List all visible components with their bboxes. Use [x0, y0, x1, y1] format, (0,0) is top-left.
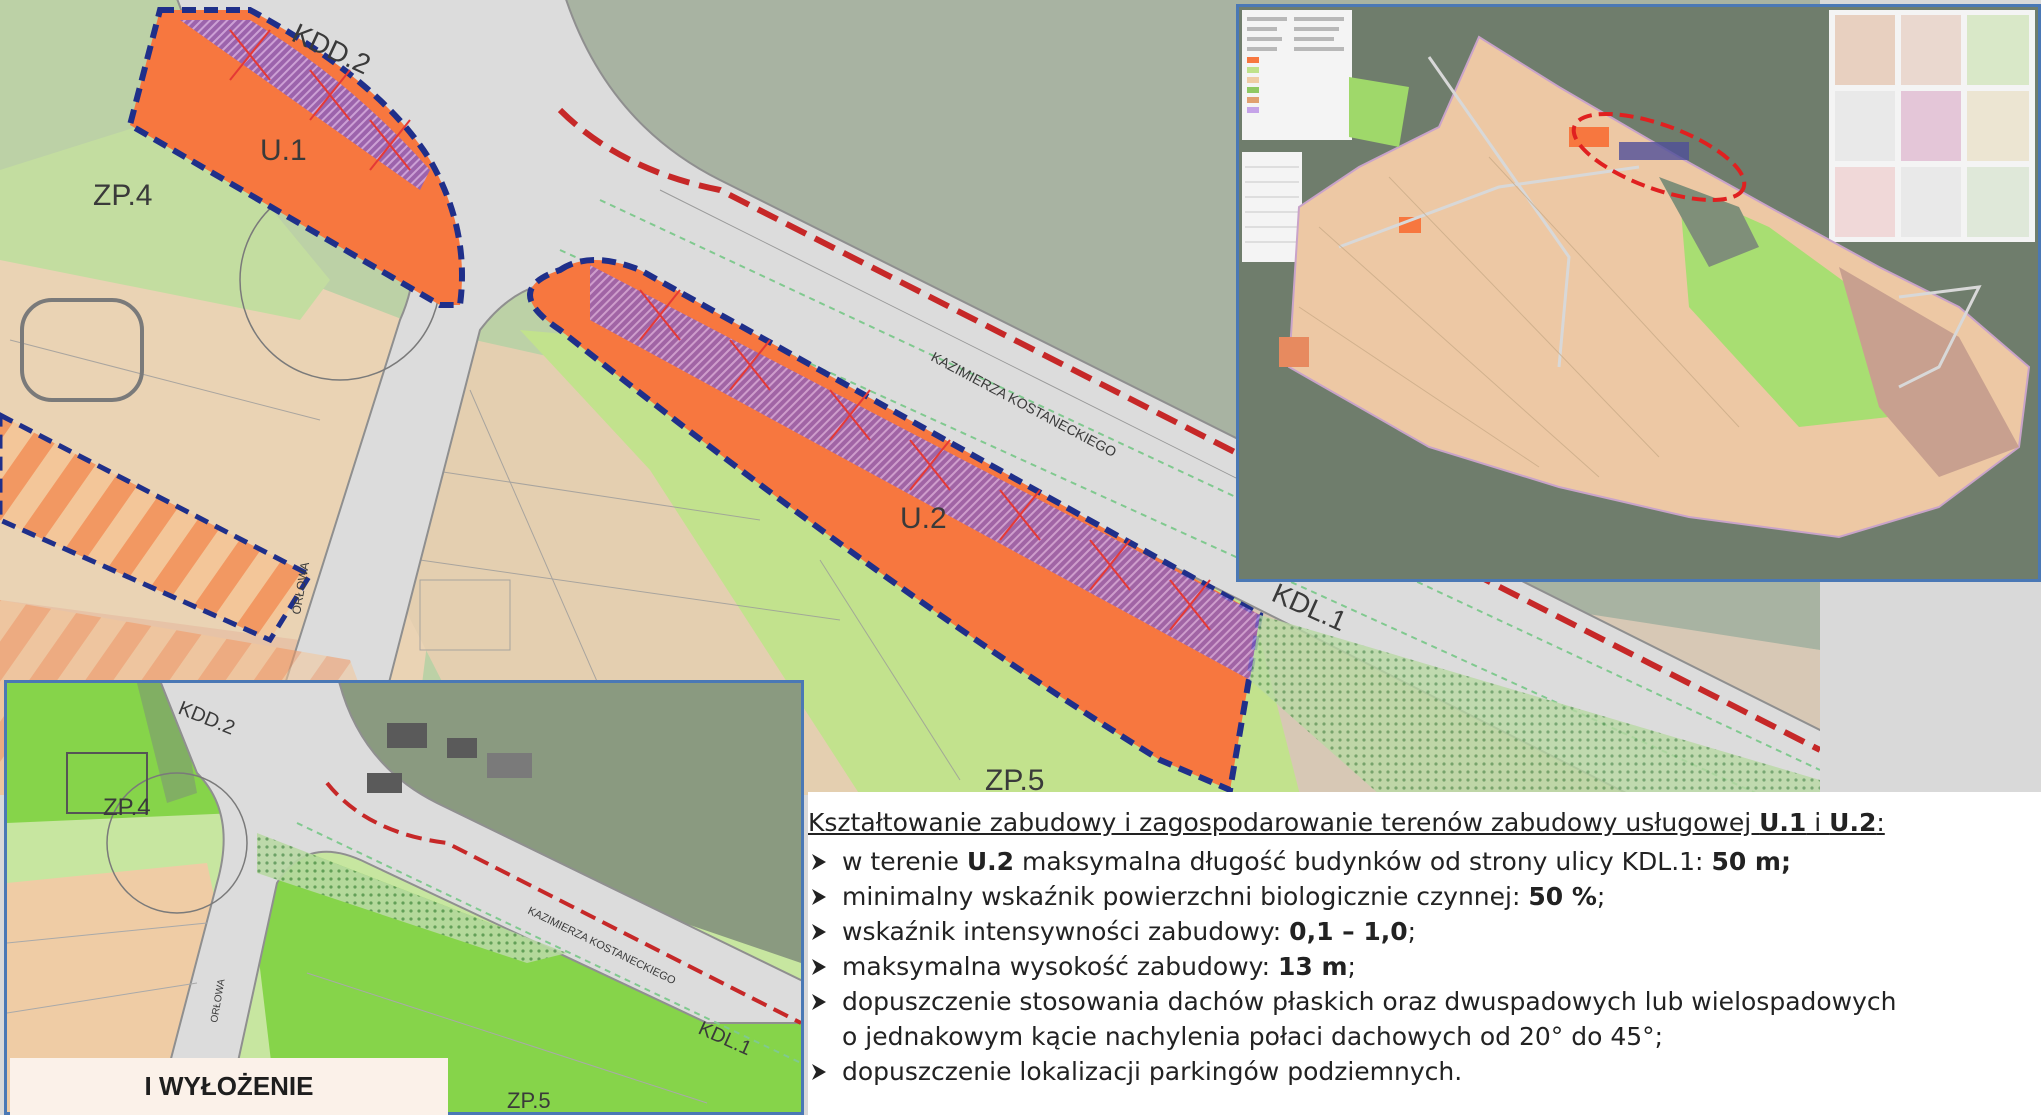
- list-item: maksymalna wysokość zabudowy: 13 m;: [808, 949, 1897, 984]
- list-item: w terenie U.2 maksymalna długość budynkó…: [808, 844, 1897, 879]
- list-item: minimalny wskaźnik powierzchni biologicz…: [808, 879, 1897, 914]
- arrow-bullet-icon: [812, 924, 826, 940]
- stage-label: I WYŁOŻENIE: [10, 1058, 448, 1115]
- overview-plan-drawing: [1239, 7, 2038, 579]
- arrow-bullet-icon: [812, 1064, 826, 1080]
- requirements-panel: Kształtowanie zabudowy i zagospodarowani…: [808, 792, 2041, 1115]
- list-item: dopuszczenie stosowania dachów płaskich …: [808, 984, 1897, 1054]
- arrow-bullet-icon: [812, 994, 826, 1010]
- map-label-zp4: ZP.4: [93, 179, 153, 212]
- requirements-list: w terenie U.2 maksymalna długość budynkó…: [808, 844, 1897, 1089]
- list-item: dopuszczenie lokalizacji parkingów podzi…: [808, 1054, 1897, 1089]
- map-label-u1: U.1: [260, 134, 307, 167]
- arrow-bullet-icon: [812, 854, 826, 870]
- inset-label-zp5: ZP.5: [507, 1088, 551, 1112]
- overview-plan-inset: [1236, 4, 2041, 582]
- inset-label-zp4: ZP.4: [103, 794, 151, 821]
- panel-heading: Kształtowanie zabudowy i zagospodarowani…: [808, 808, 1885, 837]
- list-item: wskaźnik intensywności zabudowy: 0,1 – 1…: [808, 914, 1897, 949]
- first-version-map-inset: ZP.4 ZP.5 KDD.2 KDL.1 KAZIMIERZA KOSTANE…: [4, 680, 804, 1115]
- map-label-u2: U.2: [900, 502, 947, 535]
- arrow-bullet-icon: [812, 889, 826, 905]
- arrow-bullet-icon: [812, 959, 826, 975]
- first-version-map-drawing: ZP.4 ZP.5 KDD.2 KDL.1 KAZIMIERZA KOSTANE…: [7, 683, 801, 1112]
- map-label-zp5: ZP.5: [985, 764, 1045, 795]
